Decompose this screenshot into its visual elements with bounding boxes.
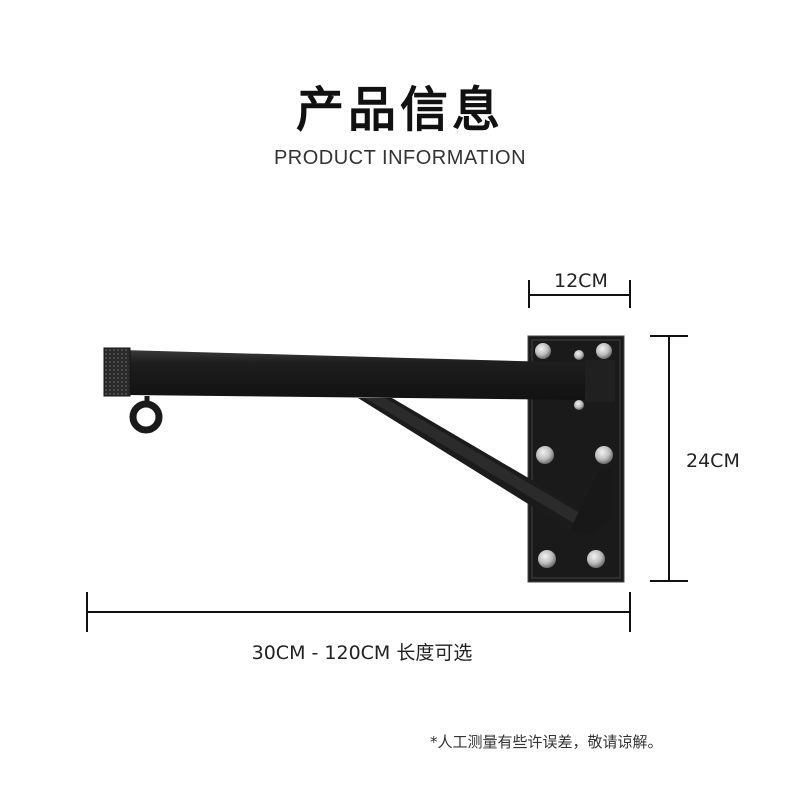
bolt-icon xyxy=(574,350,584,360)
bolt-icon xyxy=(595,446,613,464)
dimension-line-height xyxy=(650,335,688,582)
bolts xyxy=(535,343,613,568)
bolt-icon xyxy=(587,550,605,568)
bolt-icon xyxy=(536,446,554,464)
bolt-icon xyxy=(538,550,556,568)
bolt-icon xyxy=(535,343,551,359)
plate-height-label: 24CM xyxy=(686,450,740,472)
dimension-line-length xyxy=(86,592,631,632)
bolt-icon xyxy=(574,400,584,410)
eye-ring-icon xyxy=(129,396,163,434)
bolt-icon xyxy=(596,343,612,359)
diagonal-brace xyxy=(358,398,612,535)
page-subtitle: PRODUCT INFORMATION xyxy=(273,147,527,169)
horizontal-arm xyxy=(103,347,615,402)
arm-length-label: 30CM - 120CM 长度可选 xyxy=(251,642,473,664)
dimension-line-width xyxy=(528,280,631,308)
measurement-note: *人工测量有些许误差，敬请谅解。 xyxy=(430,733,663,751)
plate-width-label: 12CM xyxy=(554,270,608,292)
page-title: 产品信息 xyxy=(295,82,504,138)
